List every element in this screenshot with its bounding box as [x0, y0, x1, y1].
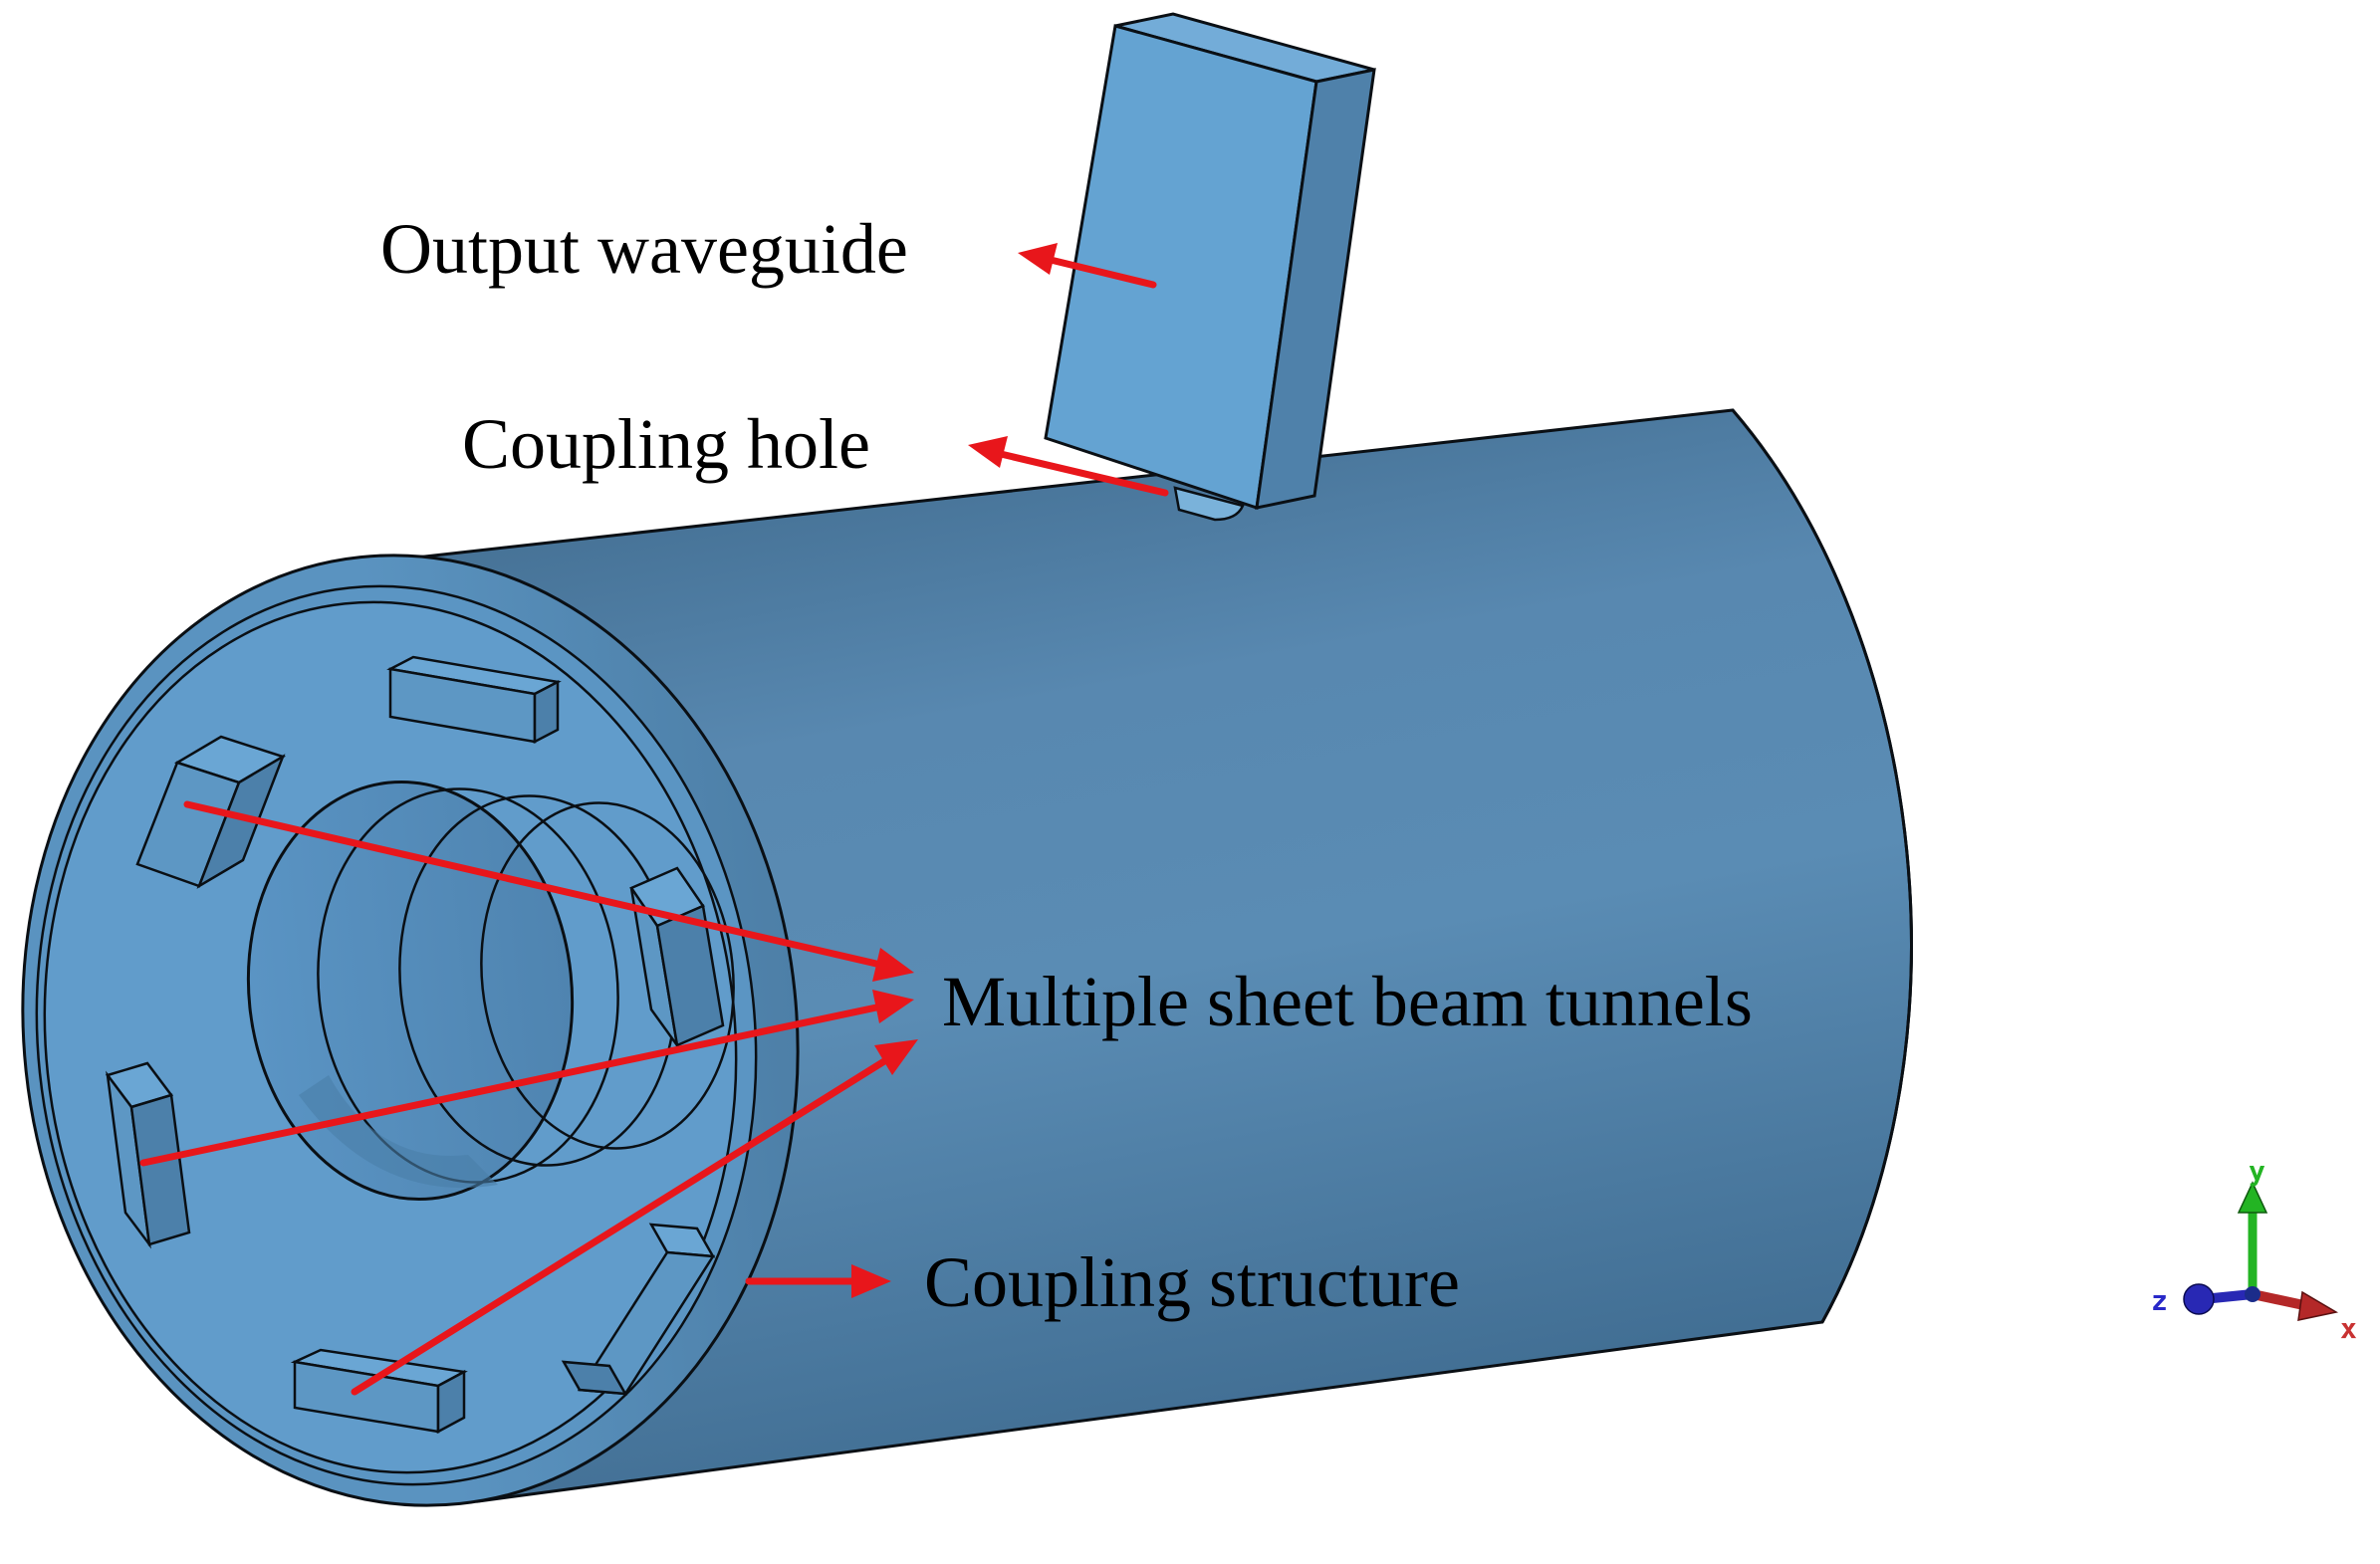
axis-label-z: z [2151, 1284, 2168, 1317]
cylinder-body [396, 408, 1913, 1503]
waveguide-side-face [1255, 68, 1376, 510]
annotation-arrows [139, 243, 1169, 1396]
label-output-waveguide: Output waveguide [380, 209, 908, 289]
bore-ring-3 [480, 801, 735, 1150]
label-coupling-hole: Coupling hole [462, 404, 870, 484]
beam-tunnel-top [386, 655, 562, 745]
x-axis-arrowhead [2297, 1290, 2339, 1321]
beam-tunnel-bottom [290, 1348, 468, 1435]
sheet-beam-tunnels [105, 655, 725, 1435]
output-waveguide [1044, 12, 1376, 510]
arrow-beam-tunnel-1 [183, 800, 914, 982]
axis-triad: y x z [2151, 1155, 2357, 1345]
bore-shadow [299, 1075, 498, 1189]
arrow-output-waveguide [1018, 243, 1157, 289]
beam-tunnel-left [105, 1061, 191, 1249]
y-axis-arrowhead [2237, 1181, 2268, 1214]
arrow-beam-tunnel-2 [139, 990, 914, 1167]
label-beam-tunnels: Multiple sheet beam tunnels [942, 962, 1753, 1041]
beam-tunnel-upper-left [135, 735, 287, 889]
coupling-hole [1173, 486, 1245, 522]
arrow-coupling-structure [745, 1264, 891, 1298]
arrow-coupling-hole [968, 436, 1169, 497]
z-axis-knob [2183, 1283, 2215, 1315]
beam-tunnel-right [629, 866, 725, 1047]
cylinder-far-end-edge [1731, 409, 1913, 1323]
arrow-beam-tunnel-3 [351, 1039, 918, 1396]
axis-label-x: x [2340, 1312, 2357, 1345]
axis-label-y: y [2249, 1155, 2265, 1188]
label-coupling-structure: Coupling structure [924, 1242, 1460, 1322]
beam-tunnel-lower-right [561, 1223, 716, 1396]
